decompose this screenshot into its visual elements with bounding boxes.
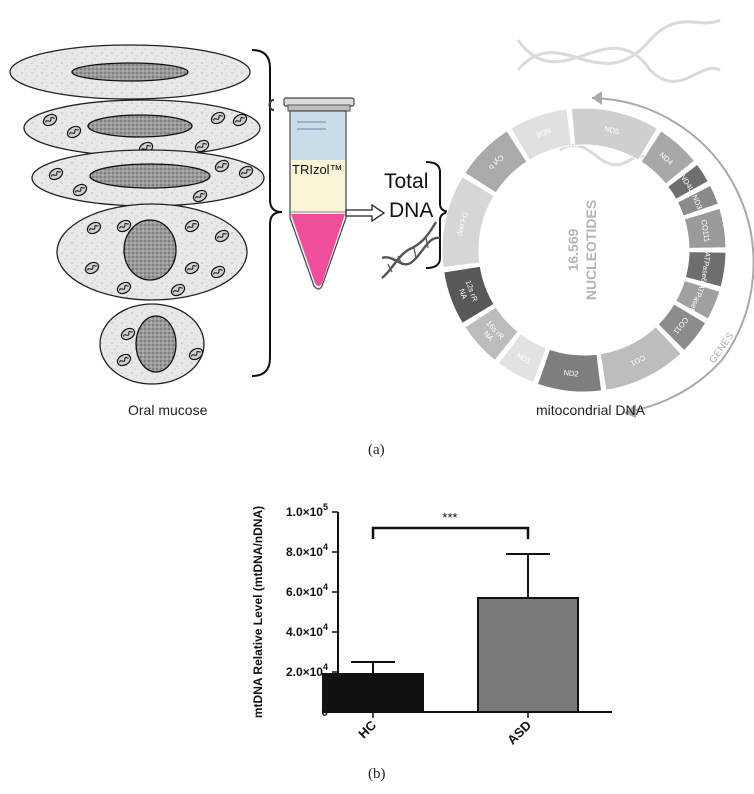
total-dna-line1: Total (384, 170, 428, 193)
ring-segment (570, 107, 659, 161)
cells-bracket (251, 49, 283, 377)
mitochondrion-icon (188, 347, 204, 361)
mitochondrion-icon (116, 219, 132, 233)
bar-chart: 02.0×1044.0×1046.0×1048.0×1041.0×105HCAS… (251, 502, 612, 748)
mitocondrial-dna-caption: mitocondrial DNA (536, 402, 645, 418)
mitochondrion-icon (210, 111, 226, 125)
y-tick-label: 4.0×104 (286, 622, 328, 639)
ring-segment (675, 279, 721, 320)
ring-segment (684, 251, 727, 288)
ring-segment (443, 265, 495, 325)
extraction-arrow (345, 203, 386, 223)
ring-segment-label: ND2 (563, 368, 579, 379)
ring-segment (683, 207, 727, 249)
cell-nucleus (123, 219, 177, 281)
mitochondrion-icon (194, 139, 210, 153)
ring-segment-label: ND5 (603, 124, 620, 136)
significance-label: *** (442, 510, 457, 525)
significance-bracket (371, 526, 530, 539)
mitochondrion-icon (238, 165, 254, 179)
ring-segment (536, 348, 603, 393)
mitochondrion-icon (72, 183, 88, 197)
y-axis-label: mtDNA Relative Level (mtDNA/nDNA) (251, 506, 265, 718)
ring-segment (676, 184, 719, 217)
y-tick-label: 2.0×104 (286, 662, 328, 679)
bar-hc (322, 673, 424, 713)
genes-arrowhead-top (592, 91, 602, 105)
cell-3 (31, 149, 265, 207)
ring-segment-label: ATPase6 (699, 252, 712, 283)
dna-helix-icon (381, 221, 441, 279)
mitochondrion-icon (84, 261, 100, 275)
cell-nucleus (135, 315, 177, 373)
cell-nucleus (71, 62, 189, 82)
mitochondrion-icon (184, 261, 200, 275)
x-tick-label: HC (355, 717, 379, 741)
total-dna-line2: DNA (389, 199, 433, 222)
bar-asd (477, 597, 579, 713)
ring-segment (464, 130, 528, 194)
oral-mucose-caption: Oral mucose (128, 402, 208, 418)
cell-1 (9, 44, 251, 100)
ring-segment (599, 325, 682, 391)
ring-center-number: 16.569 (565, 228, 581, 271)
cell-nucleus (87, 114, 193, 138)
ring-segment (441, 175, 495, 269)
ring-segment (657, 303, 707, 352)
mitochondrion-icon (210, 265, 226, 279)
mitochondrion-icon (86, 221, 102, 235)
ring-segment (509, 108, 572, 161)
x-tick-label: ASD (504, 718, 534, 748)
mtdna-ring: ND5ND4ND4LND3CO111ATPase6ATPase8CO11CO1N… (441, 107, 727, 393)
mitochondrion-icon (192, 189, 208, 203)
oral-mucosa-cells (9, 44, 265, 385)
y-tick-label: 1.0×105 (286, 502, 328, 519)
mitochondrion-icon (48, 167, 64, 181)
genes-arc (591, 97, 754, 413)
panel-a-label: (a) (368, 442, 385, 458)
mitochondrion-icon (232, 113, 248, 127)
ring-segment-label: CO111 (699, 219, 711, 243)
mitochondrion-icon (170, 283, 186, 297)
trizol-tube (268, 97, 355, 290)
mitochondrion-icon (184, 219, 200, 233)
panel-b-label: (b) (368, 766, 386, 782)
cell-4 (56, 203, 248, 301)
cell-2 (23, 99, 261, 157)
ring-segment (640, 130, 696, 185)
mitochondrion-icon (66, 125, 82, 139)
genes-arrowhead-bottom (624, 404, 636, 418)
mitochondrion-icon (116, 353, 132, 367)
cell-nucleus (89, 163, 211, 189)
y-tick-label: 8.0×104 (286, 542, 328, 559)
ring-segment (497, 333, 548, 384)
mitochondrion-icon (42, 113, 58, 127)
cell-5 (99, 303, 205, 385)
mitochondrion-icon (214, 229, 230, 243)
mitochondrion-icon (116, 281, 132, 295)
y-tick-label: 6.0×104 (286, 582, 328, 599)
tube-label: TRIzol™ (292, 162, 343, 177)
mitochondrion-icon (214, 159, 230, 173)
ring-segment (667, 163, 709, 200)
mitochondrion-icon (120, 327, 136, 341)
ring-center-label: NUCLEOTIDES (583, 200, 599, 300)
ring-segment (464, 306, 519, 362)
